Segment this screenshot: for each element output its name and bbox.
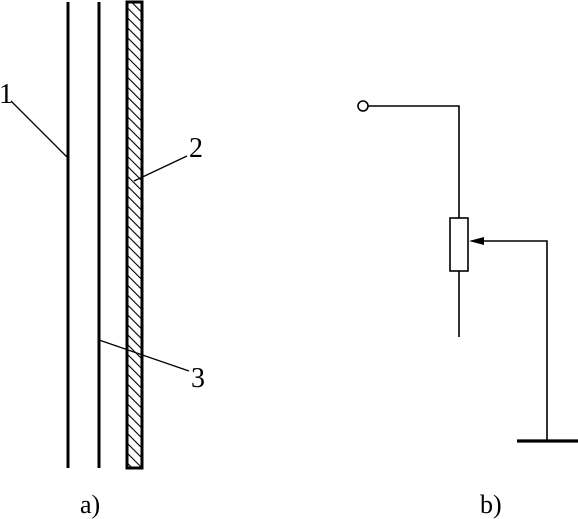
label-1: 1	[0, 79, 13, 110]
diagram-b: b)	[357, 100, 578, 519]
hatched-strip-2	[125, 0, 144, 470]
terminal-circle	[357, 100, 369, 112]
caption-a: a)	[80, 490, 100, 519]
diagram-a: 1 2 3 a)	[0, 0, 205, 519]
potentiometer-body	[449, 217, 469, 272]
label-3: 3	[191, 363, 205, 394]
leader-line-2	[133, 155, 188, 182]
label-2: 2	[189, 133, 203, 164]
caption-b: b)	[480, 490, 502, 519]
wire-top	[368, 105, 460, 218]
wiper-wire	[480, 240, 548, 441]
leader-line-3	[98, 339, 190, 372]
leader-line-1	[10, 100, 69, 159]
wiper-arrowhead	[469, 237, 484, 245]
